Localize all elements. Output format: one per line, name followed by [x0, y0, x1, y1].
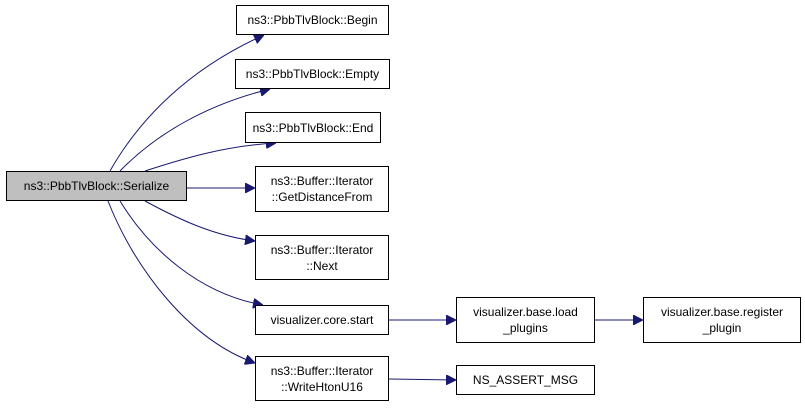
node-ns-assert-msg[interactable]: NS_ASSERT_MSG	[456, 365, 595, 395]
edge-serialize-to-write-hton-u16	[107, 200, 255, 363]
node-core-start[interactable]: visualizer.core.start	[255, 305, 389, 335]
node-register-plugin-label-line-2: _plugin	[702, 321, 742, 335]
node-write-hton-u16-label-line-2: ::WriteHtonU16	[281, 379, 363, 394]
node-load-plugins[interactable]: visualizer.base.load _plugins	[456, 297, 595, 343]
node-next-label-line-2: ::Next	[306, 258, 338, 273]
edge-serialize-to-core-start	[119, 200, 263, 305]
node-begin[interactable]: ns3::PbbTlvBlock::Begin	[236, 5, 389, 35]
node-serialize: ns3::PbbTlvBlock::Serialize	[6, 171, 187, 201]
edge-serialize-to-empty	[119, 89, 270, 172]
node-serialize-label: ns3::PbbTlvBlock::Serialize	[23, 179, 170, 193]
node-next-label-line-1: ns3::Buffer::Iterator	[270, 242, 374, 257]
node-begin-label: ns3::PbbTlvBlock::Begin	[247, 13, 378, 27]
node-end[interactable]: ns3::PbbTlvBlock::End	[245, 112, 381, 143]
node-get-distance-from-label-line-1: ns3::Buffer::Iterator	[270, 174, 374, 188]
node-end-label: ns3::PbbTlvBlock::End	[252, 120, 374, 135]
node-ns-assert-msg-label: NS_ASSERT_MSG	[472, 373, 579, 387]
node-next[interactable]: ns3::Buffer::Iterator ::Next	[255, 235, 389, 280]
node-load-plugins-label-line-2: _plugins	[503, 321, 548, 335]
node-register-plugin[interactable]: visualizer.base.register _plugin	[643, 297, 801, 343]
node-get-distance-from-label-line-2: ::GetDistanceFrom	[271, 190, 373, 204]
node-get-distance-from[interactable]: ns3::Buffer::Iterator ::GetDistanceFrom	[255, 166, 389, 212]
node-load-plugins-label-line-1: visualizer.base.load	[473, 305, 578, 319]
node-register-plugin-label-line-1: visualizer.base.register	[660, 305, 784, 319]
edge-write-hton-u16-to-ns-assert-msg	[388, 379, 456, 380]
edge-serialize-to-end	[144, 143, 276, 172]
edge-serialize-to-begin	[109, 35, 264, 172]
edge-serialize-to-next	[144, 200, 255, 241]
node-write-hton-u16[interactable]: ns3::Buffer::Iterator ::WriteHtonU16	[255, 356, 389, 401]
node-core-start-label: visualizer.core.start	[270, 313, 374, 327]
node-write-hton-u16-label-line-1: ns3::Buffer::Iterator	[270, 363, 374, 378]
node-empty-label: ns3::PbbTlvBlock::Empty	[245, 67, 380, 81]
node-empty[interactable]: ns3::PbbTlvBlock::Empty	[235, 59, 390, 89]
